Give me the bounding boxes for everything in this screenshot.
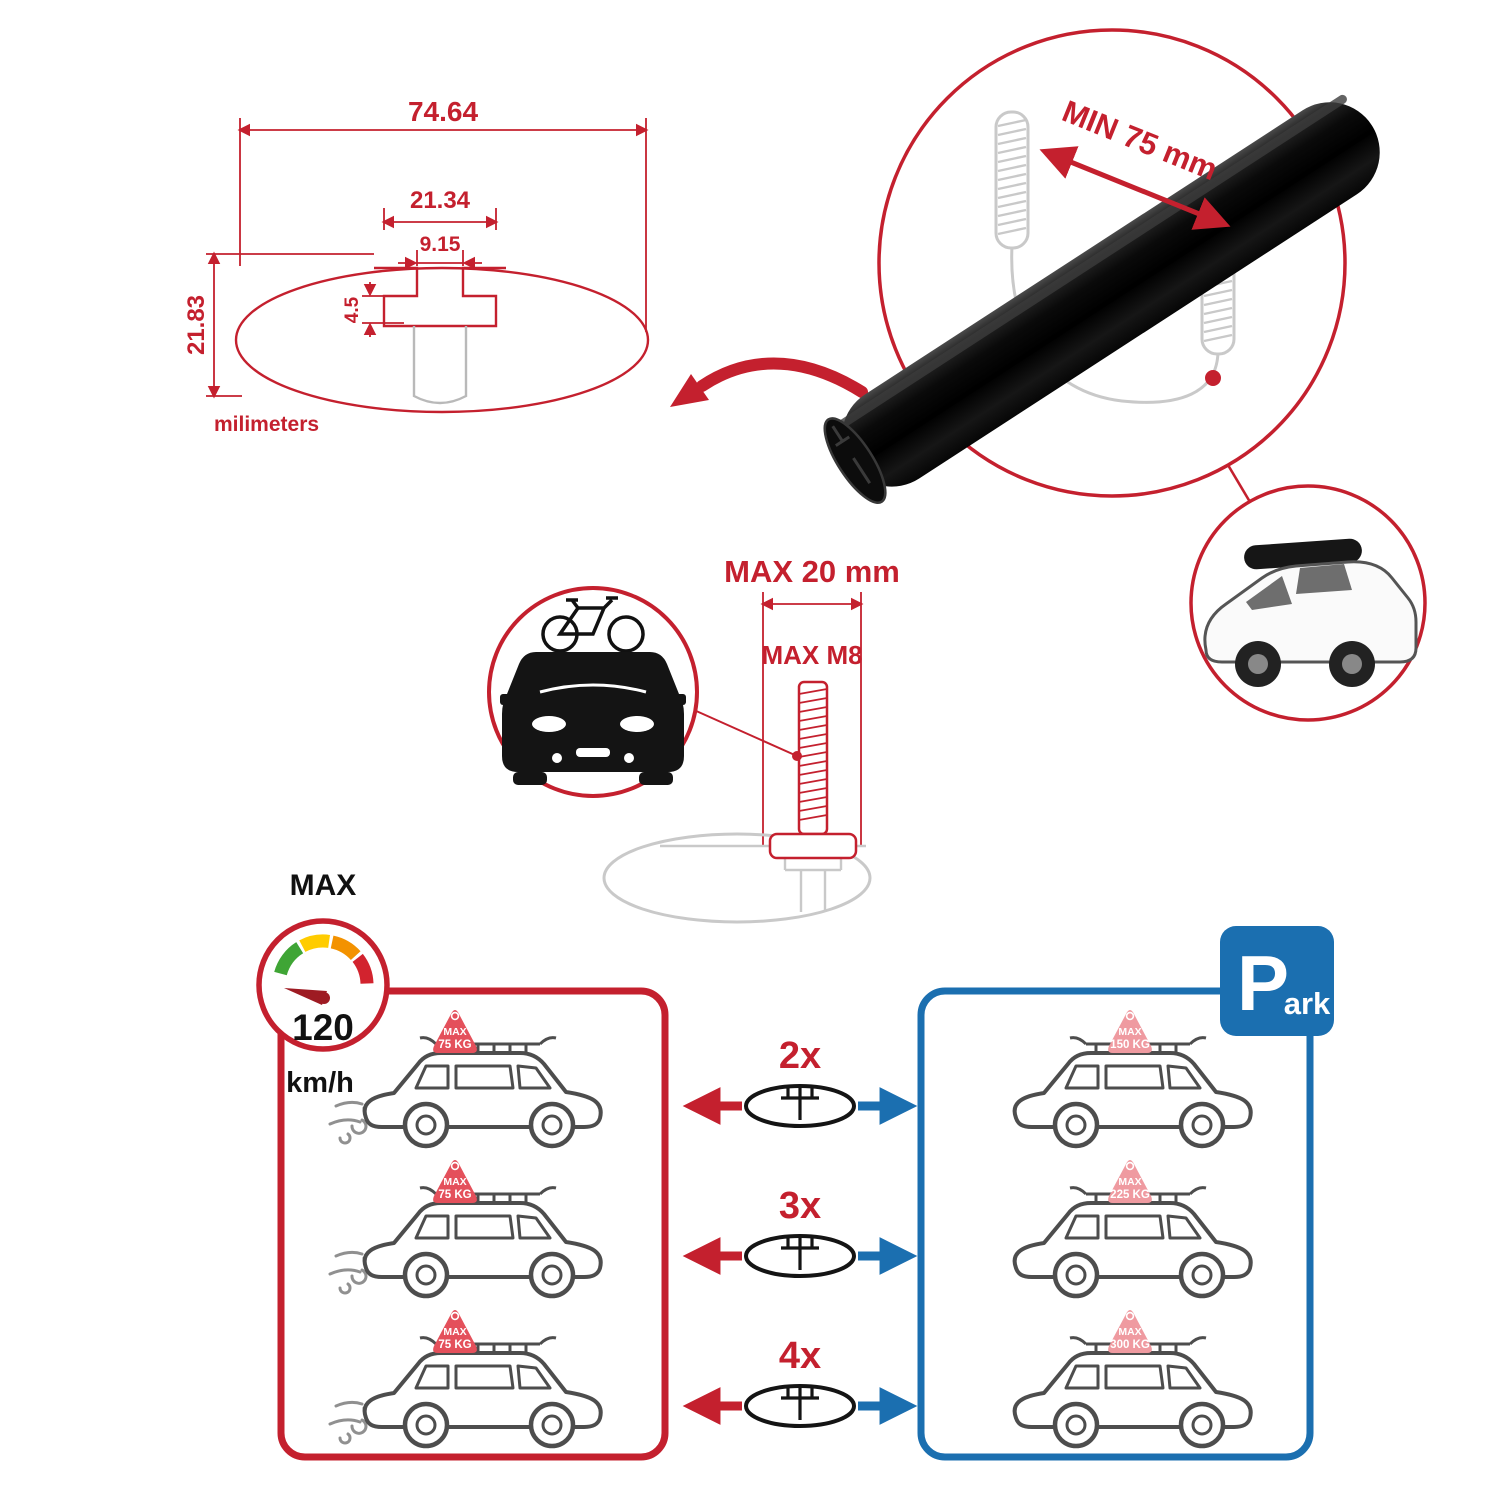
crossbar-profile-icon	[744, 1234, 856, 1278]
detail-connector-line	[1226, 464, 1252, 503]
t-bolt	[768, 680, 858, 860]
park-suffix: ark	[1284, 986, 1331, 1021]
dimension-extension-lines	[206, 118, 647, 397]
bolt-leader-dot	[792, 751, 802, 761]
profile-oval-sketch	[602, 832, 872, 924]
roofbox-suv-detail	[1189, 484, 1427, 722]
roof-load-badge: MAX 300 KG	[1108, 1310, 1152, 1353]
quantity-row-4x: 4x	[682, 1335, 918, 1428]
roof-load-badge: MAX 75 KG	[433, 1160, 477, 1203]
max-width-label: MAX 20 mm	[724, 554, 900, 589]
lip-depth-value: 4.5	[342, 296, 363, 323]
svg-text:MAX: MAX	[1118, 1176, 1141, 1188]
roof-load-badge: MAX 150 KG	[1108, 1010, 1152, 1053]
quantity-row-2x: 2x	[682, 1035, 918, 1128]
bolt-spec-diagram: MAX 20 mm MAX M8	[487, 554, 900, 924]
quantity-label: 4x	[779, 1335, 821, 1377]
car-front-bike-icon	[487, 586, 699, 798]
svg-text:MAX: MAX	[1118, 1026, 1141, 1038]
section-link-arrow	[670, 357, 868, 407]
crossbar-profile-icon	[744, 1084, 856, 1128]
max-thread-label: MAX M8	[761, 640, 862, 670]
roof-load-badge: MAX 75 KG	[433, 1310, 477, 1353]
t-slot-stem	[412, 326, 468, 405]
svg-text:MAX: MAX	[1118, 1326, 1141, 1338]
park-sign-board	[1220, 926, 1334, 1036]
bolt-extension-lines	[762, 592, 862, 846]
gauge-needle	[284, 988, 327, 1005]
min-span-label: MIN 75 mm	[1058, 93, 1223, 187]
speed-max-label: MAX	[290, 869, 357, 902]
svg-text:75 KG: 75 KG	[438, 1339, 471, 1351]
quantity-label: 3x	[779, 1185, 821, 1227]
fixation-point-dot	[1205, 370, 1221, 386]
roof-load-badge: MAX 75 KG	[433, 1010, 477, 1053]
profile-dimension-diagram: 74.64 21.34 9.15 4.5 21.83 milimeters	[183, 96, 650, 436]
quantity-row-3x: 3x	[682, 1185, 918, 1278]
svg-text:225 KG: 225 KG	[1110, 1189, 1150, 1201]
crossbar-oval-outline	[234, 266, 650, 414]
t-slot-profile	[374, 266, 506, 328]
speed-unit: km/h	[286, 1067, 354, 1099]
svg-text:MAX: MAX	[443, 1026, 466, 1038]
bolt-leader-line	[693, 709, 798, 757]
car-front-body	[502, 652, 684, 772]
speed-value: 120	[292, 1007, 354, 1048]
roof-load-badge: MAX 225 KG	[1108, 1160, 1152, 1203]
detail-circle	[877, 28, 1347, 498]
svg-text:300 KG: 300 KG	[1110, 1339, 1150, 1351]
speed-limit-gauge: MAX 120 km/h	[256, 869, 390, 1099]
total-width-value: 74.64	[408, 96, 478, 127]
roof-bike-icon	[541, 596, 645, 653]
slot-outer-width-value: 21.34	[410, 187, 471, 214]
black-crossbar	[823, 94, 1380, 504]
units-label: milimeters	[214, 413, 319, 436]
moving-cars: MAX 75 KG MAX 75 KG MAX 75 KG	[328, 1010, 601, 1446]
crossbar-profile-icon	[744, 1384, 856, 1428]
suv-with-roofbox-icon	[1203, 538, 1418, 687]
parked-cars: MAX 150 KG MAX 225 KG MAX 300 KG	[1015, 1010, 1251, 1446]
t-bolt-head	[768, 832, 858, 860]
svg-text:75 KG: 75 KG	[438, 1189, 471, 1201]
quantity-label: 2x	[779, 1035, 821, 1077]
slot-opening-value: 9.15	[420, 233, 461, 256]
min-span-arrow	[1039, 146, 1231, 230]
crossbar-3d-detail: MIN 75 mm	[823, 28, 1380, 504]
svg-text:MAX: MAX	[443, 1326, 466, 1338]
park-letter: P	[1237, 939, 1289, 1027]
svg-text:75 KG: 75 KG	[438, 1039, 471, 1051]
svg-text:150 KG: 150 KG	[1110, 1039, 1150, 1051]
park-sign: P ark	[1220, 926, 1334, 1036]
svg-text:MAX: MAX	[443, 1176, 466, 1188]
total-height-value: 21.83	[183, 295, 210, 355]
arrow-head	[670, 374, 709, 407]
